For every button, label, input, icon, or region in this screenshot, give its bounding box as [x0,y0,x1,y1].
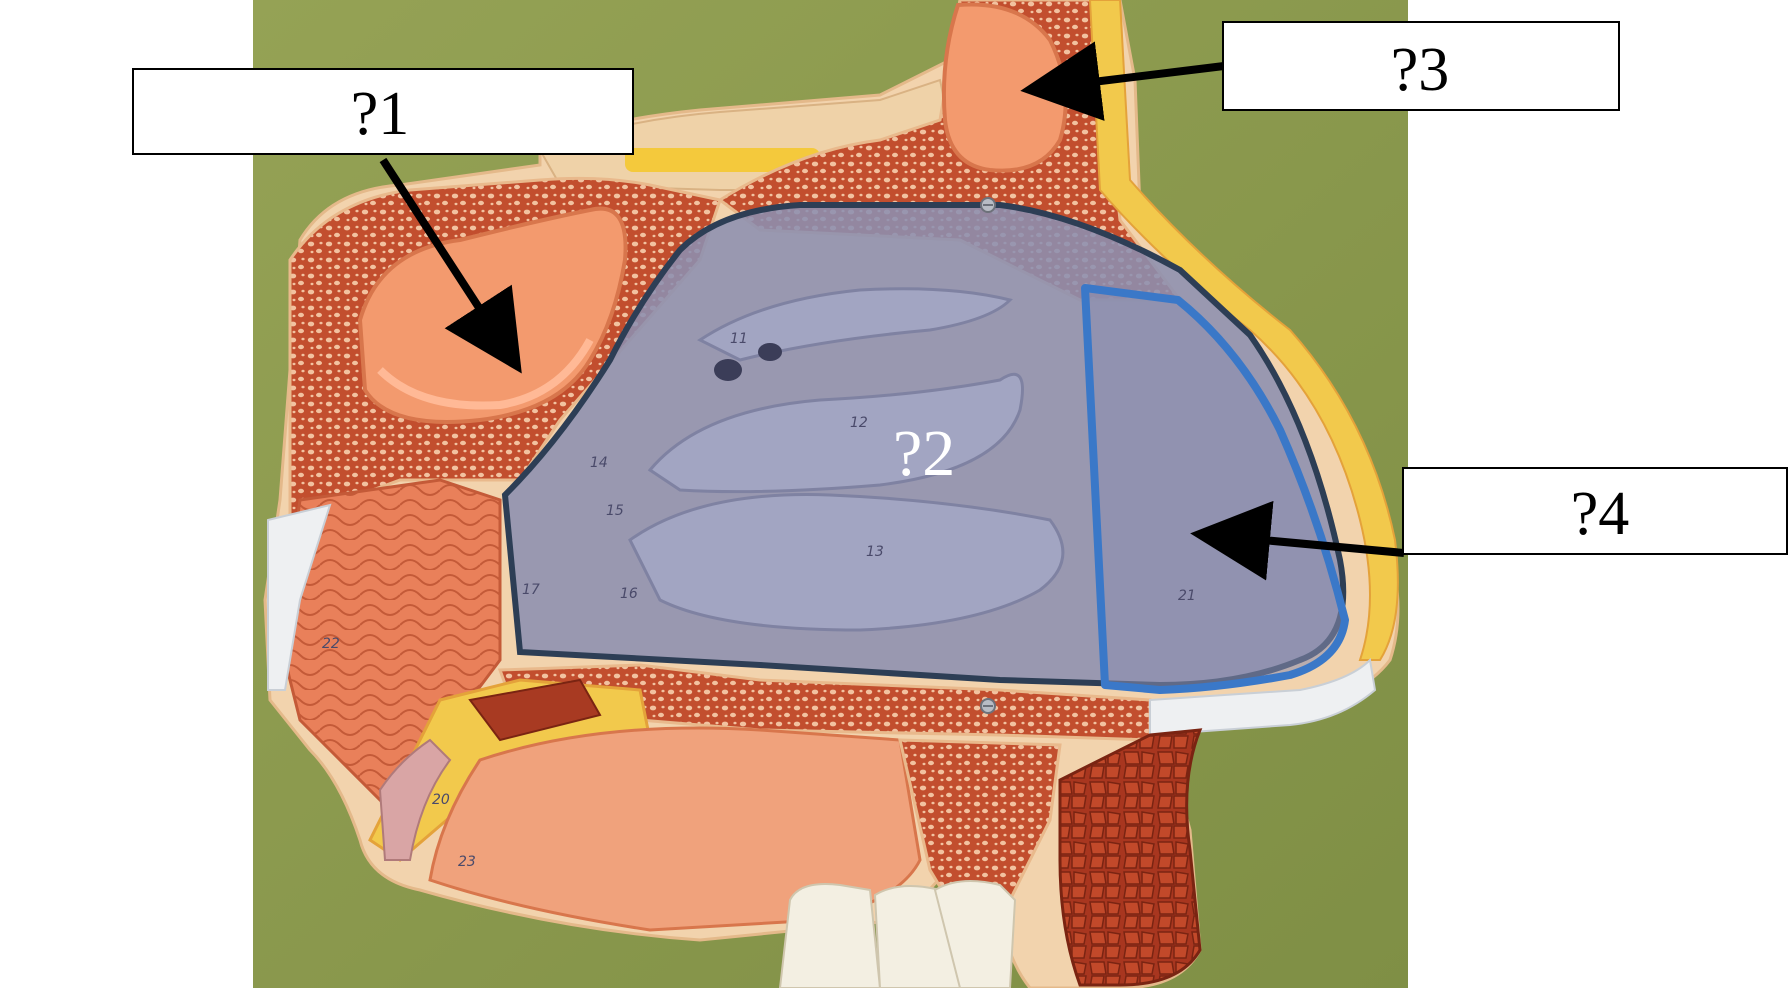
model-number: 16 [620,586,638,602]
arrow-icon [1020,41,1225,121]
model-number: 11 [730,331,748,347]
label-4: ?4 [1571,480,1630,548]
sinus-opening [758,343,782,361]
screw-icon [980,197,996,213]
sinus-opening [714,359,742,381]
model-number: 14 [590,455,608,471]
superior-turbinate [697,287,1013,362]
label-3: ?3 [1391,36,1450,104]
sphenoid-sinus-shading [377,338,594,410]
model-number: 23 [458,854,476,870]
screw-icon [980,698,996,714]
model-number: 13 [866,544,884,560]
label-2: ?2 [893,417,955,490]
model-number: 21 [1178,588,1196,604]
model-number: 20 [432,792,450,808]
nasal-vestibule-overlay [1081,284,1349,694]
model-number: 22 [322,636,340,652]
label-1: ?1 [351,80,410,148]
arrow-icon [1190,500,1405,581]
model-number: 12 [850,415,868,431]
nasal-fat-band [1088,0,1399,661]
soft-palate-muscle [468,678,602,742]
label-box-3: ?3 [1222,21,1620,111]
tooth [933,880,1017,988]
model-number: 17 [522,582,540,598]
upper-lip [1058,728,1203,987]
inferior-turbinate [628,493,1065,632]
yellow-strip [625,148,820,172]
label-box-1: ?1 [132,68,634,155]
uvula-tissue [378,738,452,861]
label-box-4: ?4 [1402,467,1788,555]
middle-turbinate [647,372,1024,494]
arrow-icon [379,157,522,374]
model-number: 15 [606,503,624,519]
nasal-cartilage-strip [1149,657,1377,737]
tooth [778,883,882,988]
pharynx-white-band [267,503,332,691]
